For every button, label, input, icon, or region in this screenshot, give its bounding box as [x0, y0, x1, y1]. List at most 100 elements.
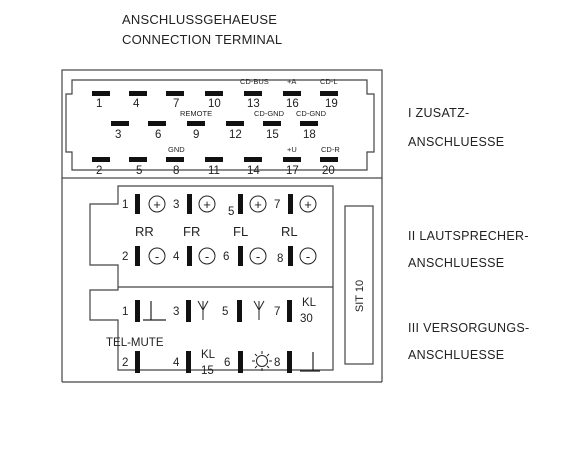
pin-blade: [238, 194, 243, 214]
pin-label: REMOTE: [180, 109, 212, 118]
section2-bottom-row: 2 - 4 - 6 - 8 -: [122, 246, 317, 266]
plus-sign: +: [254, 197, 262, 212]
pin-label: +A: [287, 77, 296, 86]
pin-number: 7: [274, 199, 280, 211]
kl30-label-line1: KL: [302, 297, 317, 309]
pin-slot: [244, 91, 262, 96]
antenna-icon: [197, 300, 209, 320]
section2-label-line2: ANSCHLUESSE: [408, 256, 505, 270]
pin-slot: [129, 91, 147, 96]
pin-number: 9: [193, 129, 199, 141]
kl15-label-line2: 15: [201, 365, 214, 377]
pin-number: 20: [322, 165, 335, 177]
section2-3-inner-contour: [89, 185, 334, 371]
pin-number: 3: [173, 306, 179, 318]
kl30-label-line2: 30: [300, 313, 313, 325]
pin-label: CD-GND: [296, 109, 327, 118]
pin-slot: [205, 91, 223, 96]
pin-blade: [287, 300, 292, 322]
pin-number: 15: [266, 129, 279, 141]
section2-channels: RR FR FL RL: [135, 224, 298, 239]
plus-terminal-icon: [299, 195, 317, 213]
pin-blade: [135, 351, 140, 373]
minus-terminal-icon: [249, 247, 267, 265]
pin-number: 14: [247, 165, 260, 177]
ground-icon: [300, 352, 320, 372]
pin-number: 11: [208, 165, 220, 177]
section1-row1: 1 4 7 10 13 16 19 CD-BUS +A CD-L: [92, 77, 338, 110]
pin-blade: [288, 194, 293, 214]
pin-blade: [288, 246, 293, 266]
pin-number: 5: [136, 165, 142, 177]
pin-label: CD-GND: [254, 109, 285, 118]
pin-number: 7: [274, 306, 280, 318]
pin-number: 13: [247, 98, 260, 110]
plus-terminal-icon: [198, 195, 216, 213]
section3-top-row: 1 3 5 7 KL 30: [122, 297, 317, 325]
pin-slot: [263, 121, 281, 126]
pin-slot: [166, 91, 184, 96]
pin-slot: [226, 121, 244, 126]
pin-number: 17: [286, 165, 299, 177]
pin-number: 7: [173, 98, 179, 110]
pin-blade: [186, 351, 191, 373]
pin-number: 4: [173, 357, 180, 369]
plus-terminal-icon: [249, 195, 267, 213]
channel-label: FR: [183, 224, 200, 239]
pin-number: 2: [122, 251, 128, 263]
section1-label-line1: I ZUSATZ-: [408, 106, 470, 120]
pin-number: 8: [173, 165, 179, 177]
title-line-1: ANSCHLUSSGEHAEUSE: [122, 12, 278, 27]
section1-label-line2: ANSCHLUESSE: [408, 135, 505, 149]
pin-slot: [187, 121, 205, 126]
pin-number: 2: [96, 165, 102, 177]
pin-blade: [238, 246, 243, 266]
section1-row2: 3 6 9 12 15 18 REMOTE CD-GND CD-GND: [111, 109, 327, 141]
pin-label: CD-BUS: [240, 77, 269, 86]
pin-label: CD-R: [321, 145, 340, 154]
antenna-icon: [253, 300, 265, 320]
pin-number: 5: [222, 306, 228, 318]
plus-sign: +: [304, 197, 312, 212]
pin-label: +U: [287, 145, 297, 154]
section2-top-row: 1 + 3 + 5 + 7 +: [122, 194, 317, 218]
pin-number: 3: [115, 129, 121, 141]
pin-number: 1: [122, 306, 128, 318]
section3-label-line2: ANSCHLUESSE: [408, 348, 505, 362]
pin-number: 5: [228, 206, 234, 218]
pin-number: 6: [155, 129, 161, 141]
pin-slot: [111, 121, 129, 126]
channel-label: FL: [233, 224, 248, 239]
pin-number: 3: [173, 199, 179, 211]
pin-slot: [129, 157, 147, 162]
housing-outline: [61, 69, 383, 383]
section3-bottom-row: TEL-MUTE 2 4 KL 15 6 8: [106, 337, 320, 377]
pin-blade: [237, 300, 242, 322]
pin-number: 2: [122, 357, 128, 369]
pin-number: 8: [274, 357, 280, 369]
pin-number: 12: [229, 129, 242, 141]
kl15-label-line1: KL: [201, 349, 216, 361]
pin-label: GND: [168, 145, 185, 154]
pin-blade: [135, 246, 140, 266]
pin-number: 8: [277, 253, 283, 265]
section3-label-line1: III VERSORGUNGS-: [408, 321, 530, 335]
pin-slot: [92, 157, 110, 162]
channel-label: RR: [135, 224, 154, 239]
pin-blade: [287, 351, 292, 373]
channel-label: RL: [281, 224, 298, 239]
pin-slot: [92, 91, 110, 96]
sit10-connector: [344, 205, 374, 365]
title-line-2: CONNECTION TERMINAL: [122, 32, 283, 47]
pin-number: 1: [122, 199, 128, 211]
pin-blade: [186, 300, 191, 322]
pin-blade: [135, 194, 140, 214]
pin-blade: [187, 194, 192, 214]
section1-row3: 2 5 8 11 14 17 20 GND +U CD-R: [92, 145, 340, 177]
pin-number: 16: [286, 98, 299, 110]
pin-slot: [320, 157, 338, 162]
section1-inner-contour: [65, 79, 375, 171]
pin-blade: [187, 246, 192, 266]
